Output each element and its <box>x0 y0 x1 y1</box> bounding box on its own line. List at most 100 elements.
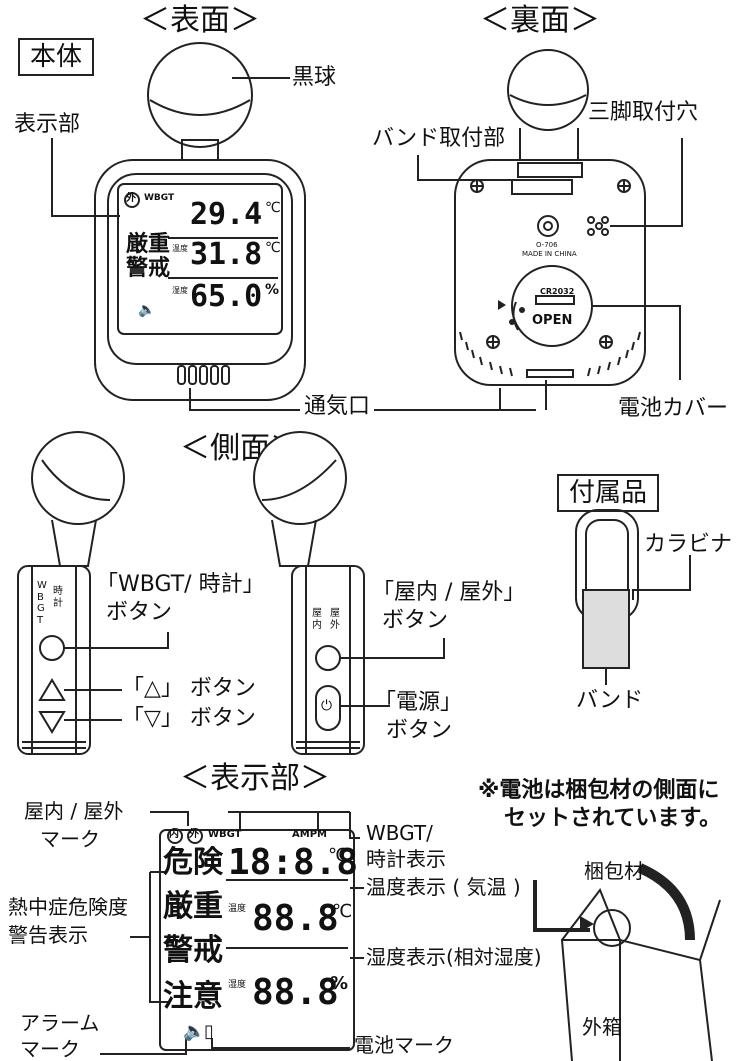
front-vent-slots <box>177 365 230 385</box>
label-wbgt-clock-btn-2: ボタン <box>106 600 173 625</box>
display-segment-row-1: 18:8.8 <box>228 842 359 883</box>
label-vent: 通気口 <box>300 394 375 420</box>
body-box: 本体 <box>18 38 95 76</box>
back-model: O-706 <box>536 241 558 249</box>
display-level-2: 厳重 <box>163 889 223 924</box>
display-battery-icon: ▯ <box>204 1021 214 1042</box>
back-title: ＜裏面＞ <box>480 3 600 38</box>
label-battery-note-2: セットされています。 <box>504 806 722 831</box>
front-wbgt-value: 29.4 <box>190 197 263 232</box>
front-out-mark-circle <box>124 192 140 208</box>
side-clock-vertical: 時計 <box>53 586 63 609</box>
label-band: バンド <box>576 688 644 713</box>
front-title: ＜表面＞ <box>140 3 260 38</box>
display-unit-c-1: ℃ <box>328 845 349 866</box>
side-left-globe <box>31 431 125 525</box>
display-segment-row-2: 88.8 <box>252 898 339 939</box>
back-vent-ridges <box>459 331 641 377</box>
band-strap <box>582 589 630 669</box>
display-in-mark: 内 <box>169 829 179 840</box>
label-in-out-mark-2: マーク <box>40 827 100 851</box>
front-lcd <box>117 183 283 335</box>
back-tripod-hole <box>537 215 559 237</box>
side-right-globe <box>253 431 347 525</box>
outer-box <box>560 887 721 1061</box>
label-power-btn-1: 「電源」 <box>374 690 463 715</box>
display-ampm-label: AMPM <box>292 829 327 840</box>
label-display-part: 表示部 <box>14 112 81 137</box>
label-battery-note-1: ※電池は梱包材の側面に <box>478 778 720 803</box>
side-up-button <box>38 678 66 701</box>
front-globe-seam <box>149 99 251 116</box>
back-made-in: MADE IN CHINA <box>522 250 577 258</box>
display-out-mark: 外 <box>189 829 199 840</box>
display-temp-label: 温度 <box>228 904 247 914</box>
side-in-vertical: 屋内 <box>312 608 322 631</box>
back-stem <box>519 128 579 161</box>
front-temp-label: 温度 <box>172 244 188 253</box>
side-down-button <box>38 711 66 734</box>
back-bottom-vent <box>526 369 574 378</box>
front-humid-value: 65.0 <box>190 279 263 314</box>
display-title: ＜表示部＞ <box>180 761 330 796</box>
display-unit-c-2: ℃ <box>332 901 353 922</box>
front-level-1: 厳重 <box>126 232 171 257</box>
display-level-3: 警戒 <box>163 933 223 968</box>
label-globe: 黒球 <box>292 65 337 90</box>
label-carabiner: カラビナ <box>644 532 733 557</box>
back-globe <box>507 49 589 131</box>
back-open-label: OPEN <box>532 313 573 328</box>
front-globe <box>147 42 253 148</box>
label-wbgt-clock-disp-2: 時計表示 <box>366 847 446 871</box>
front-bezel <box>107 173 293 365</box>
label-battery-cover: 電池カバー <box>618 396 729 421</box>
label-power-btn-2: ボタン <box>386 718 453 743</box>
front-out-mark: 外 <box>126 193 136 204</box>
display-unit-pct: % <box>330 973 349 994</box>
accessories-box: 付属品 <box>557 474 660 512</box>
label-alarm-mark-2: マーク <box>20 1037 80 1061</box>
label-up-btn: 「△」 ボタン <box>122 676 256 701</box>
label-battery-mark: 電池マーク <box>354 1033 454 1057</box>
display-segment-row-3: 88.8 <box>252 972 339 1013</box>
display-humid-label: 湿度 <box>228 980 247 990</box>
side-out-vertical: 屋外 <box>330 608 340 631</box>
display-level-4: 注意 <box>163 979 223 1014</box>
display-lcd-frame <box>159 829 355 1051</box>
label-heat-warning-1: 熱中症危険度 <box>8 895 128 919</box>
label-outer-box: 外箱 <box>582 1015 622 1039</box>
display-level-1: 危険 <box>163 845 223 880</box>
display-alarm-icon: 🔈 <box>183 1021 206 1042</box>
front-level-2: 警戒 <box>126 256 171 281</box>
label-in-out-btn-2: ボタン <box>382 608 449 633</box>
label-in-out-mark-1: 屋内 / 屋外 <box>24 799 124 823</box>
side-wbgt-vertical: WBGT <box>37 580 47 626</box>
label-tripod-hole: 三脚取付穴 <box>588 100 699 125</box>
front-unit-c-1: ℃ <box>265 200 281 216</box>
label-band-mount: バンド取付部 <box>372 126 506 151</box>
back-body <box>454 159 646 386</box>
side-power-button <box>315 685 341 731</box>
front-unit-pct: % <box>265 282 280 298</box>
front-temp-value: 31.8 <box>190 237 263 272</box>
side-right-body <box>291 565 365 755</box>
packing-battery <box>593 909 631 947</box>
label-temp-disp: 温度表示 ( 気温 ) <box>366 875 521 899</box>
label-packing: 梱包材 <box>584 859 644 883</box>
label-down-btn: 「▽」 ボタン <box>122 706 256 731</box>
display-wbgt-label: WBGT <box>208 829 242 840</box>
front-wbgt-label: WBGT <box>144 193 175 203</box>
label-alarm-mark-1: アラーム <box>20 1011 100 1035</box>
label-humid-disp: 湿度表示(相対湿度) <box>366 945 542 969</box>
label-wbgt-clock-btn-1: 「WBGT/ 時計」 <box>96 572 265 597</box>
front-body <box>94 159 306 401</box>
label-wbgt-clock-disp-1: WBGT/ <box>366 821 433 845</box>
front-humid-label: 湿度 <box>172 286 188 295</box>
label-in-out-btn-1: 「屋内 / 屋外」 <box>372 580 526 605</box>
power-icon: ⏻ <box>321 698 333 714</box>
back-band-slot-1 <box>517 162 583 178</box>
label-heat-warning-2: 警告表示 <box>8 923 88 947</box>
front-unit-c-2: ℃ <box>265 240 281 256</box>
back-band-slot-2 <box>511 179 573 195</box>
